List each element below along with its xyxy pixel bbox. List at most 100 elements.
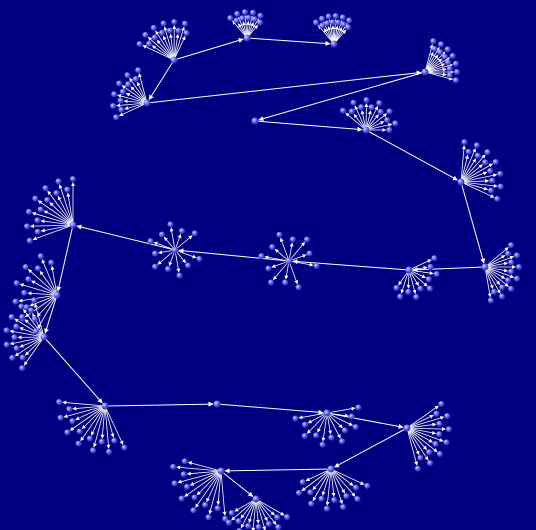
edge-h22-leaf-6 [255,498,260,524]
leaf-node-h15-11 [18,303,25,310]
leaf-node-h15-4 [13,345,20,352]
leaf-node-h14-2 [31,316,38,323]
edge-h16-leaf-2 [104,405,115,438]
edge-h18-leaf-7 [321,412,328,442]
edge-h22-leaf-11 [231,498,257,521]
edge-h3-leaf-9 [246,18,259,39]
hub-node-h9 [481,263,489,271]
leaf-node-h19-11 [427,460,434,467]
leaf-node-h9-4 [508,259,515,266]
edge-h4-leaf-5 [328,19,335,45]
leaf-node-h11-5 [258,253,265,260]
edge-h10-leaf-5 [408,269,428,287]
edge-h18-leaf-6 [326,412,333,435]
hub-node-h7 [362,126,370,134]
leaf-node-h1-10 [132,75,139,82]
hub-node-h16 [101,402,109,410]
leaf-node-h14-12 [48,259,55,266]
edge-h20-leaf-6 [330,468,336,497]
edge-h13-leaf-6 [43,210,74,226]
leaf-node-h15-2 [19,354,26,361]
edge-h22-leaf-8 [248,498,257,523]
edge-h1-leaf-3 [116,102,148,108]
edge-h20-leaf-9 [312,468,332,502]
leaf-node-h7-6 [368,104,375,111]
leaf-node-h14-6 [21,289,28,296]
leaf-node-h16-6 [86,435,93,442]
edge-h5-leaf-6 [424,58,443,73]
leaf-node-h21-11 [170,463,177,470]
edge-h8-h9 [460,181,486,264]
leaf-node-h8-12 [488,187,495,194]
edge-h3-leaf-7 [246,15,254,39]
edge-h19-leaf-13 [406,427,418,466]
edge-h16-leaf-7 [80,405,106,442]
leaf-node-h20-11 [295,489,302,496]
edge-h1-leaf-2 [124,102,148,110]
leaf-node-h14-8 [25,276,32,283]
leaf-node-h13-9 [42,185,49,192]
leaf-node-h21-4 [202,501,209,508]
edge-h9-leaf-13 [484,266,492,298]
edge-h19-leaf-1 [406,405,439,429]
leaf-node-h16-8 [76,428,83,435]
leaf-node-h13-6 [37,206,44,213]
edge-h15-h16 [43,336,103,404]
edge-h15-leaf-4 [19,336,45,348]
leaf-node-h18-4 [341,427,348,434]
edge-h1-leaf-8 [130,86,148,104]
edge-h9-leaf-12 [484,266,494,290]
edge-h12-h13 [76,224,176,251]
leaf-node-h1-1 [113,114,120,121]
leaf-node-h5-5 [444,46,451,53]
leaf-node-h22-8 [245,522,252,529]
leaf-node-h2-7 [160,20,167,27]
edge-h9-leaf-6 [484,266,509,273]
edge-h5-leaf-7 [424,57,451,73]
leaf-node-h5-8 [445,59,452,66]
leaf-node-h5-12 [446,72,453,79]
edge-h13-leaf-10 [57,195,74,226]
leaf-node-h20-10 [307,489,314,496]
edge-h9-leaf-3 [484,255,515,268]
edge-h4-leaf-1 [317,24,335,45]
leaf-node-h4-10 [340,21,347,28]
leaf-node-h10-9 [397,293,404,300]
leaf-node-h19-7 [443,439,450,446]
edge-h8-leaf-3 [460,148,476,183]
edge-h22-leaf-3 [255,498,277,525]
leaf-node-h16-12 [66,406,73,413]
leaf-node-h2-5 [150,24,157,31]
leaf-node-h7-4 [358,104,365,111]
edge-h10-leaf-9 [400,269,410,294]
leaf-node-h4-2 [319,22,326,29]
edge-h20-leaf-8 [321,468,332,496]
edge-h2-leaf-2 [151,45,175,61]
leaf-node-h13-1 [26,237,33,244]
edge-h21-leaf-3 [208,470,222,515]
edge-h19-leaf-9 [406,427,438,453]
edge-h8-leaf-12 [460,181,489,191]
edge-h19-leaf-11 [406,427,429,461]
leaf-node-h16-7 [75,440,82,447]
edge-h11-leaf-9 [288,241,306,262]
leaf-node-h21-8 [184,483,191,490]
edge-h1-leaf-9 [129,77,148,104]
edge-h12-leaf-5 [157,249,176,265]
edge-h2-leaf-10 [173,33,180,61]
edge-h2-leaf-1 [142,45,175,61]
edge-h1-leaf-7 [121,85,148,104]
leaf-node-h11-6 [269,243,276,250]
leaf-node-h18-5 [339,438,346,445]
edge-h10-h11 [292,259,410,271]
edge-h13-leaf-1 [32,224,74,241]
leaf-node-h19-12 [417,454,424,461]
leaf-node-h9-1 [508,242,515,249]
leaf-node-h15-6 [11,334,18,341]
leaf-node-h3-8 [251,16,258,23]
leaf-node-h7-8 [377,108,384,115]
edge-h21-leaf-1 [220,470,227,516]
leaf-node-h11-9 [303,236,310,243]
leaf-node-h16-3 [106,448,113,455]
